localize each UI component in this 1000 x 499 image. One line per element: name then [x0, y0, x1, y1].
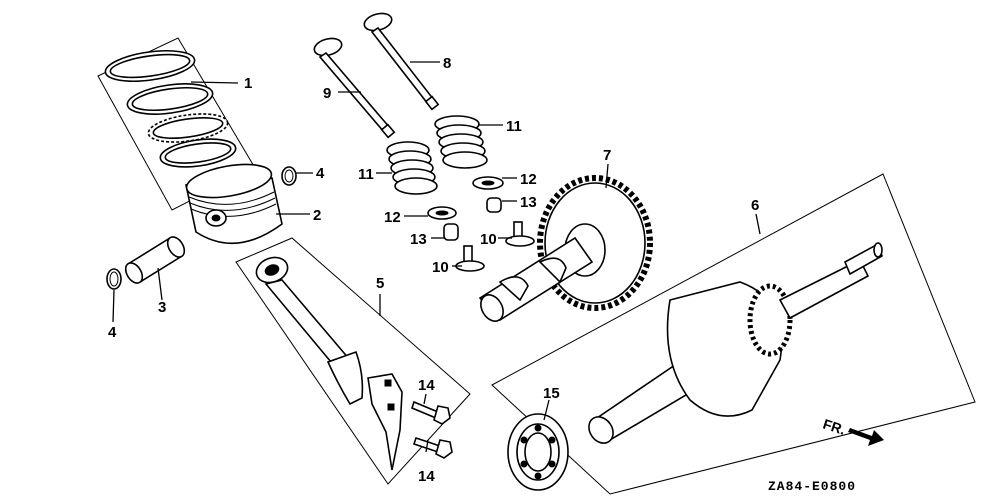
piston-pin[interactable] [122, 234, 188, 286]
piston-ring-set[interactable] [103, 46, 237, 171]
crankshaft-group [491, 173, 976, 495]
piston-pin-clip-lower[interactable] [106, 268, 122, 290]
callout-3: 3 [158, 299, 166, 316]
callout-labels: 1 2 3 4 4 5 6 7 8 9 10 10 11 11 12 12 13… [108, 55, 759, 485]
rod-bolt-lower[interactable] [412, 436, 453, 459]
leader-lines [112, 61, 761, 453]
callout-1: 1 [244, 75, 252, 92]
valve-stem-seal-right[interactable] [486, 197, 502, 213]
camshaft-gear[interactable] [476, 175, 653, 325]
callout-10-upper: 10 [480, 231, 497, 248]
callout-12-left: 12 [384, 209, 401, 226]
valve-retainer-left[interactable] [427, 206, 457, 220]
piston-pin-clip-upper[interactable] [281, 166, 297, 186]
valve-retainer-right[interactable] [472, 176, 504, 190]
valve-spring-left[interactable] [386, 141, 438, 195]
piston[interactable] [184, 159, 283, 244]
rod-bolt-upper[interactable] [411, 400, 451, 425]
radial-ball-bearing[interactable] [507, 413, 569, 491]
valve-stem-seal-left[interactable] [443, 223, 459, 241]
callout-14-lower: 14 [418, 468, 435, 485]
callout-7: 7 [603, 147, 611, 164]
callout-2: 2 [313, 207, 321, 224]
callout-6: 6 [751, 197, 759, 214]
fr-label: FR. [821, 416, 847, 438]
callout-9: 9 [323, 85, 331, 102]
callout-8: 8 [443, 55, 451, 72]
valve-spring-right[interactable] [434, 115, 488, 169]
valve-lifter-lower[interactable] [455, 245, 485, 272]
diagram-code: ZA84-E0800 [768, 479, 856, 494]
callout-4-lower: 4 [108, 324, 117, 341]
valve-lifter-upper[interactable] [505, 221, 535, 247]
callout-13-left: 13 [410, 231, 427, 248]
callout-11-left: 11 [358, 166, 374, 183]
connecting-rod-group [235, 237, 471, 485]
callout-15: 15 [543, 385, 560, 402]
piston-ring-group [97, 37, 256, 211]
front-direction-indicator: FR. [821, 416, 884, 446]
crankshaft-assembly[interactable] [584, 242, 883, 448]
callout-13-right: 13 [520, 194, 537, 211]
callout-4-upper: 4 [316, 165, 325, 182]
callout-5: 5 [376, 275, 384, 292]
callout-12-right: 12 [520, 171, 537, 188]
connecting-rod-assembly[interactable] [253, 253, 403, 471]
callout-11-right: 11 [506, 118, 522, 135]
callout-10-lower: 10 [432, 259, 449, 276]
arrow-right-icon [848, 428, 884, 446]
callout-14-upper: 14 [418, 377, 435, 394]
exhaust-valve[interactable] [362, 11, 440, 111]
